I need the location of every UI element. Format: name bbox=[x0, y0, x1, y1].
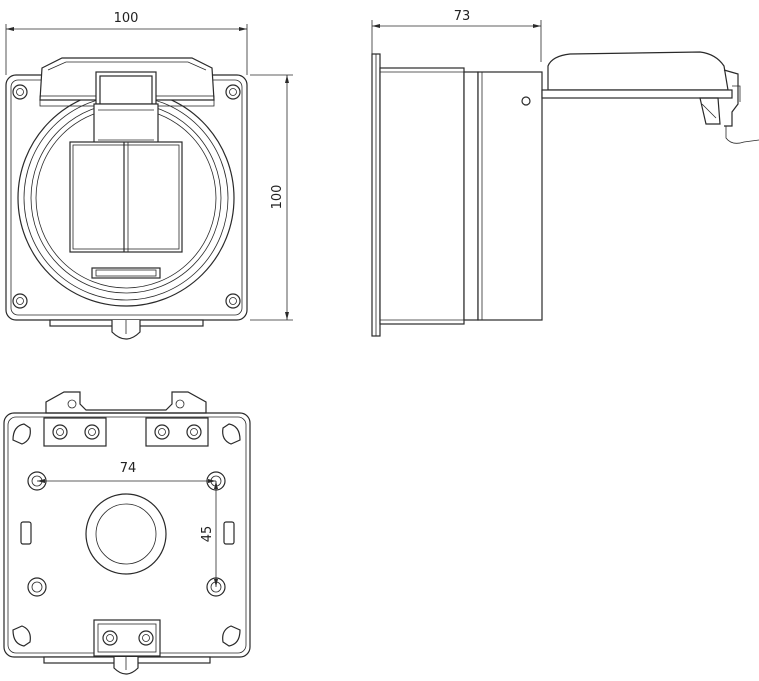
side-depth-dimension: 73 bbox=[371, 9, 542, 62]
front-width-dimension: 100 bbox=[5, 11, 248, 75]
rear-corner-features bbox=[12, 423, 241, 647]
front-socket-outlet bbox=[69, 141, 183, 279]
rear-horizontal-dimension: 74 bbox=[37, 461, 216, 483]
rear-vertical-dimension: 45 bbox=[200, 481, 218, 587]
rear-bottom-terminal bbox=[43, 619, 211, 675]
front-bottom-tab bbox=[49, 319, 204, 340]
front-lid-housing bbox=[39, 57, 215, 147]
rear-vertical-label: 45 bbox=[200, 526, 215, 543]
front-height-dimension: 100 bbox=[250, 74, 293, 321]
rear-center-boss bbox=[85, 493, 167, 575]
rear-top-terminals bbox=[43, 391, 209, 447]
side-depth-label: 73 bbox=[454, 9, 471, 24]
front-height-label: 100 bbox=[270, 185, 285, 210]
side-lid bbox=[541, 51, 759, 144]
side-view: 73 bbox=[371, 9, 759, 337]
front-width-label: 100 bbox=[114, 11, 139, 26]
rear-mounting-holes bbox=[27, 471, 226, 597]
rear-horizontal-label: 74 bbox=[120, 461, 137, 476]
side-body bbox=[379, 67, 543, 325]
front-view: 100 100 bbox=[5, 11, 293, 340]
rear-view: 74 45 bbox=[3, 391, 251, 675]
front-corner-screws bbox=[12, 84, 241, 309]
rear-side-slots bbox=[20, 521, 235, 545]
